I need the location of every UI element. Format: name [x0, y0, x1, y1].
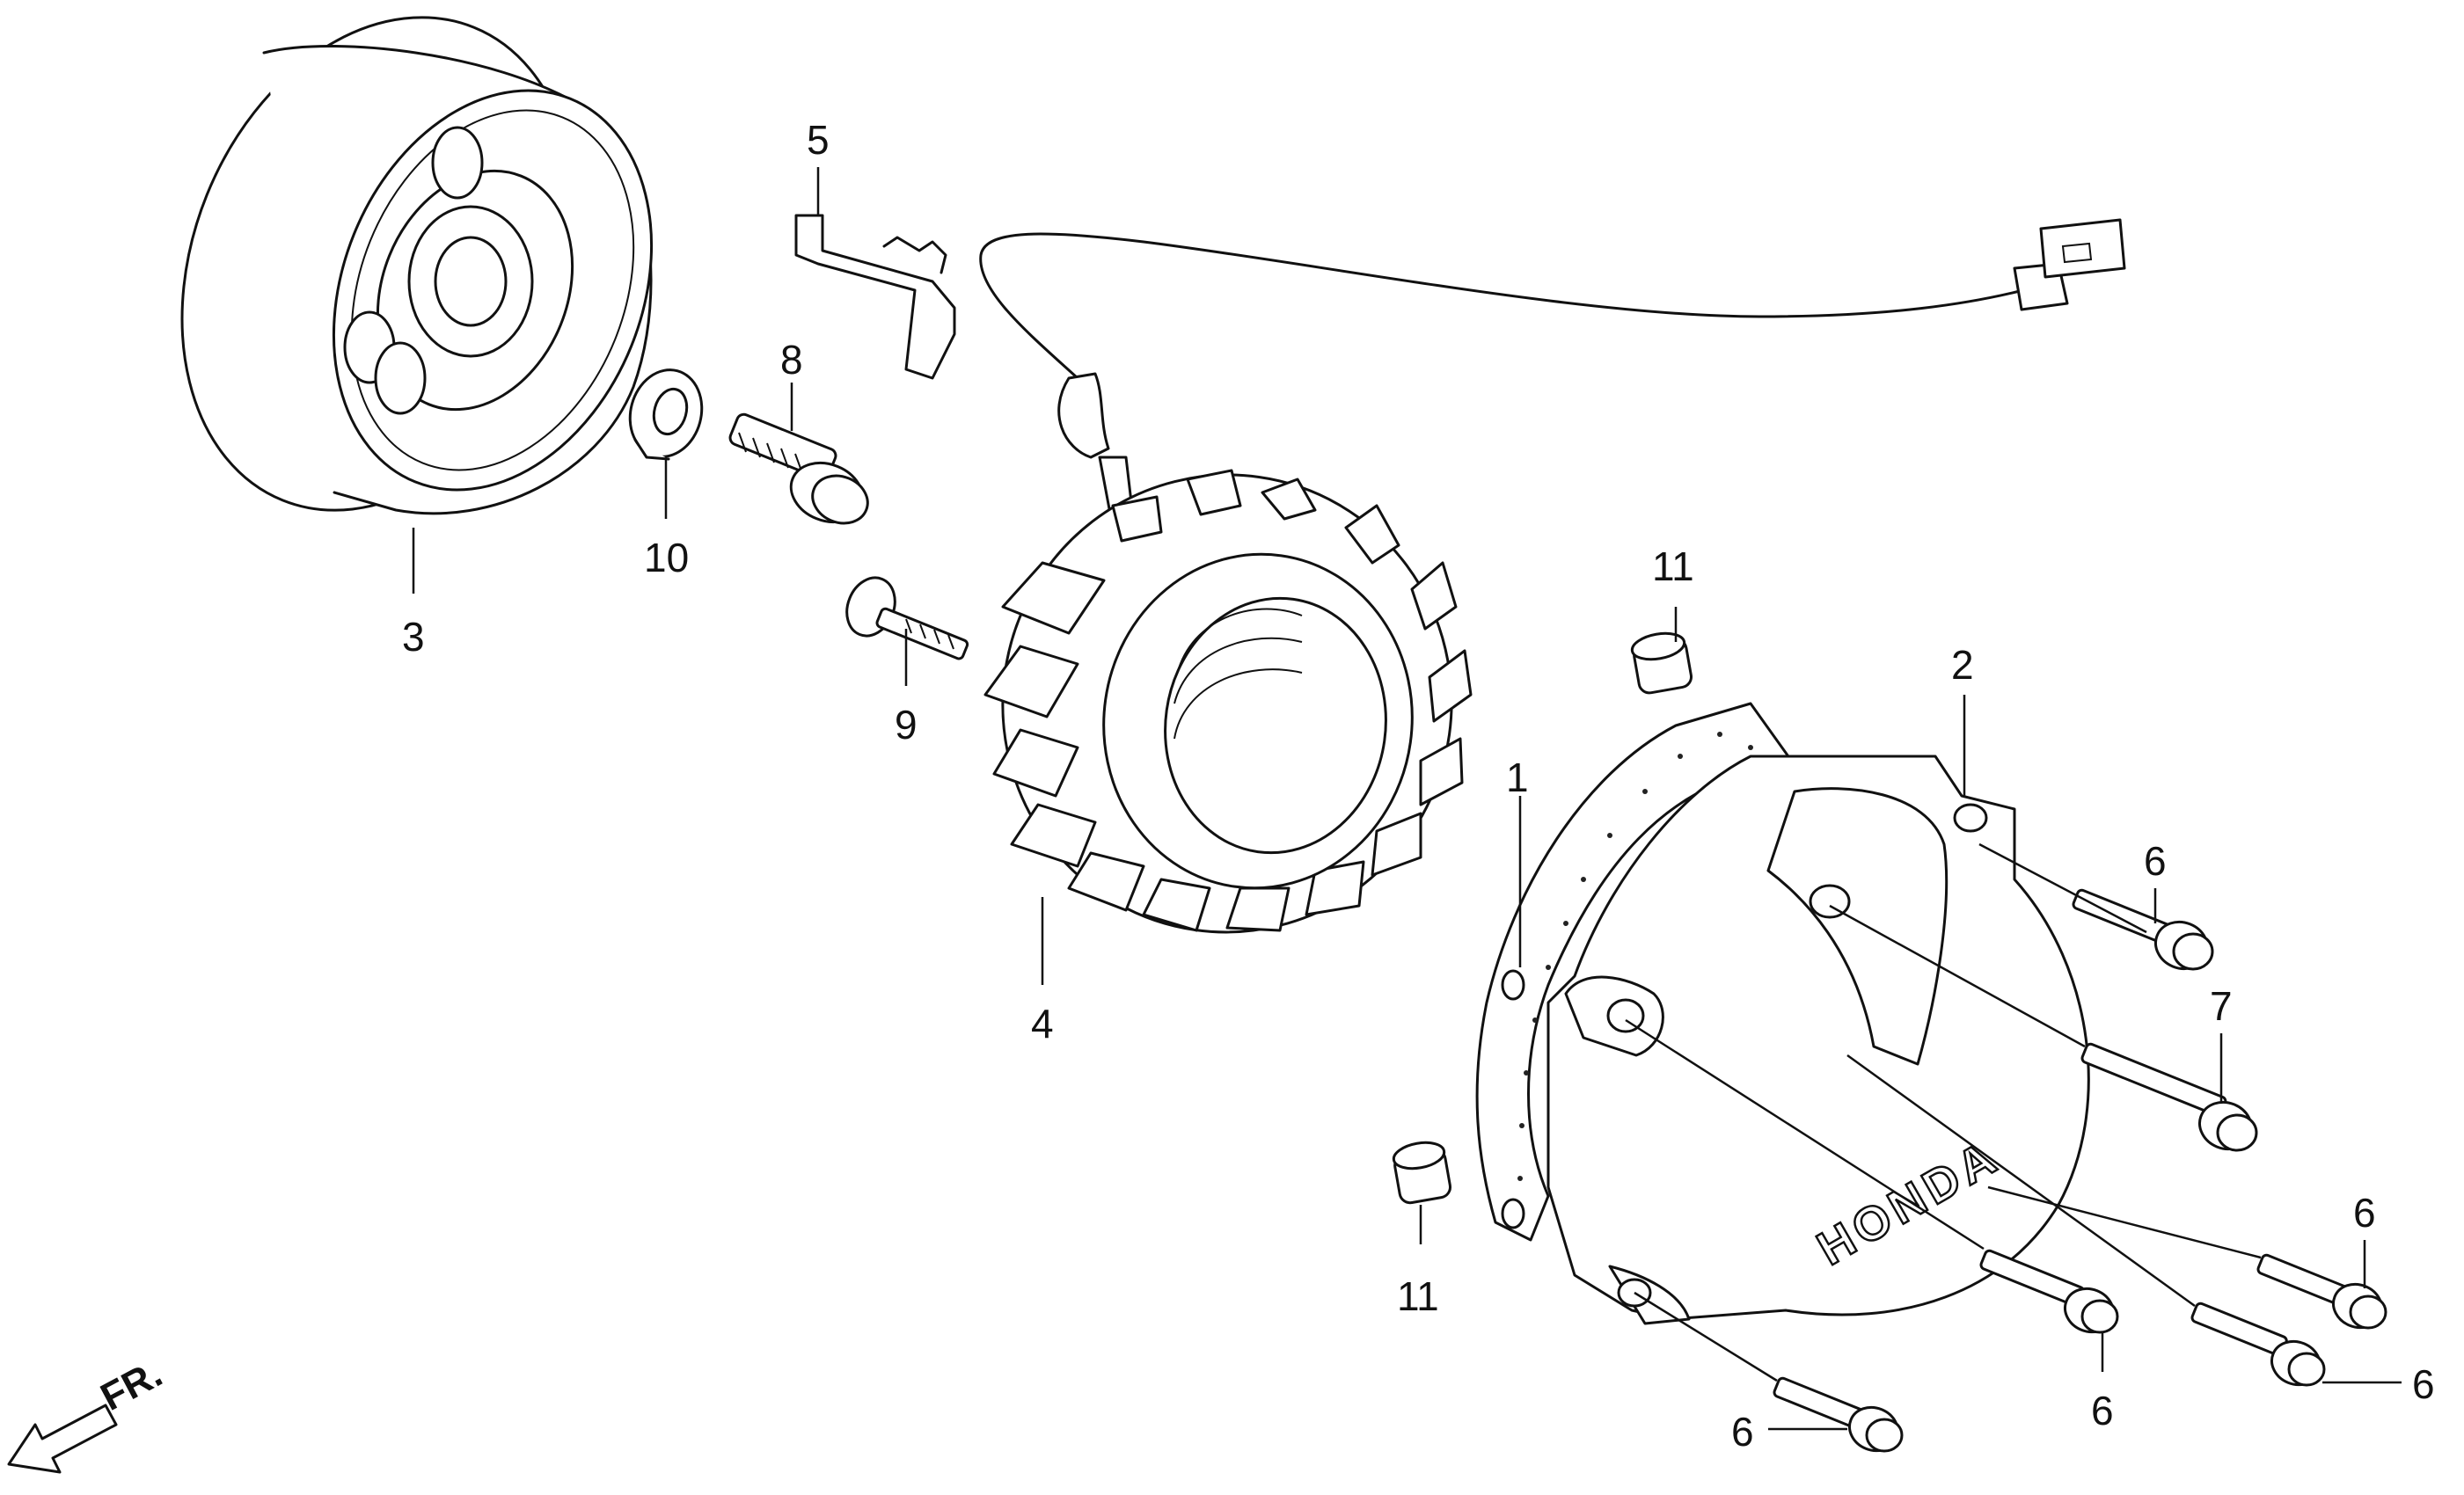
callout-3: 3 [402, 614, 425, 660]
bolt-7 [2080, 1042, 2258, 1152]
front-arrow-icon [7, 1404, 118, 1474]
bolt-6-center [1979, 1249, 2119, 1334]
wire-clamp [794, 214, 956, 380]
bolt-6-lower-right [2190, 1302, 2326, 1387]
callout-6-lower-right: 6 [2412, 1361, 2435, 1407]
front-direction-indicator: FR. [7, 1352, 169, 1474]
flange-bolt [728, 412, 869, 525]
callout-5: 5 [807, 117, 830, 163]
bolt-6-upper [2072, 888, 2214, 971]
dowel-pin-upper [1630, 631, 1693, 695]
stator-coils [983, 469, 1473, 932]
callouts: 1 2 3 4 5 6 6 6 6 6 7 8 9 10 11 11 [402, 117, 2435, 1455]
callout-11-lower: 11 [1397, 1273, 1439, 1319]
callout-9: 9 [895, 702, 918, 748]
callout-6-center: 6 [2091, 1388, 2114, 1433]
crankcase-cover: HONDA [1546, 755, 2090, 1325]
callout-8: 8 [780, 337, 803, 383]
bolt-6-mid-right [2256, 1253, 2387, 1330]
dowel-pin-lower [1392, 1141, 1452, 1205]
washer [628, 368, 704, 461]
callout-11-upper: 11 [1652, 543, 1694, 589]
wire-harness [979, 218, 2126, 380]
leader-lines [412, 167, 2402, 1431]
callout-6-bottom: 6 [1731, 1409, 1754, 1455]
callout-4: 4 [1031, 1001, 1054, 1046]
socket-bolt [845, 576, 969, 660]
callout-1: 1 [1506, 755, 1529, 800]
callout-10: 10 [644, 535, 689, 580]
callout-2: 2 [1951, 642, 1974, 688]
callout-6-right: 6 [2353, 1190, 2376, 1236]
bolt-6-bottom [1773, 1376, 1904, 1453]
callout-6-upper: 6 [2144, 838, 2167, 884]
stator [983, 372, 1473, 934]
callout-7: 7 [2210, 983, 2233, 1029]
flywheel-rotor [180, 16, 654, 515]
